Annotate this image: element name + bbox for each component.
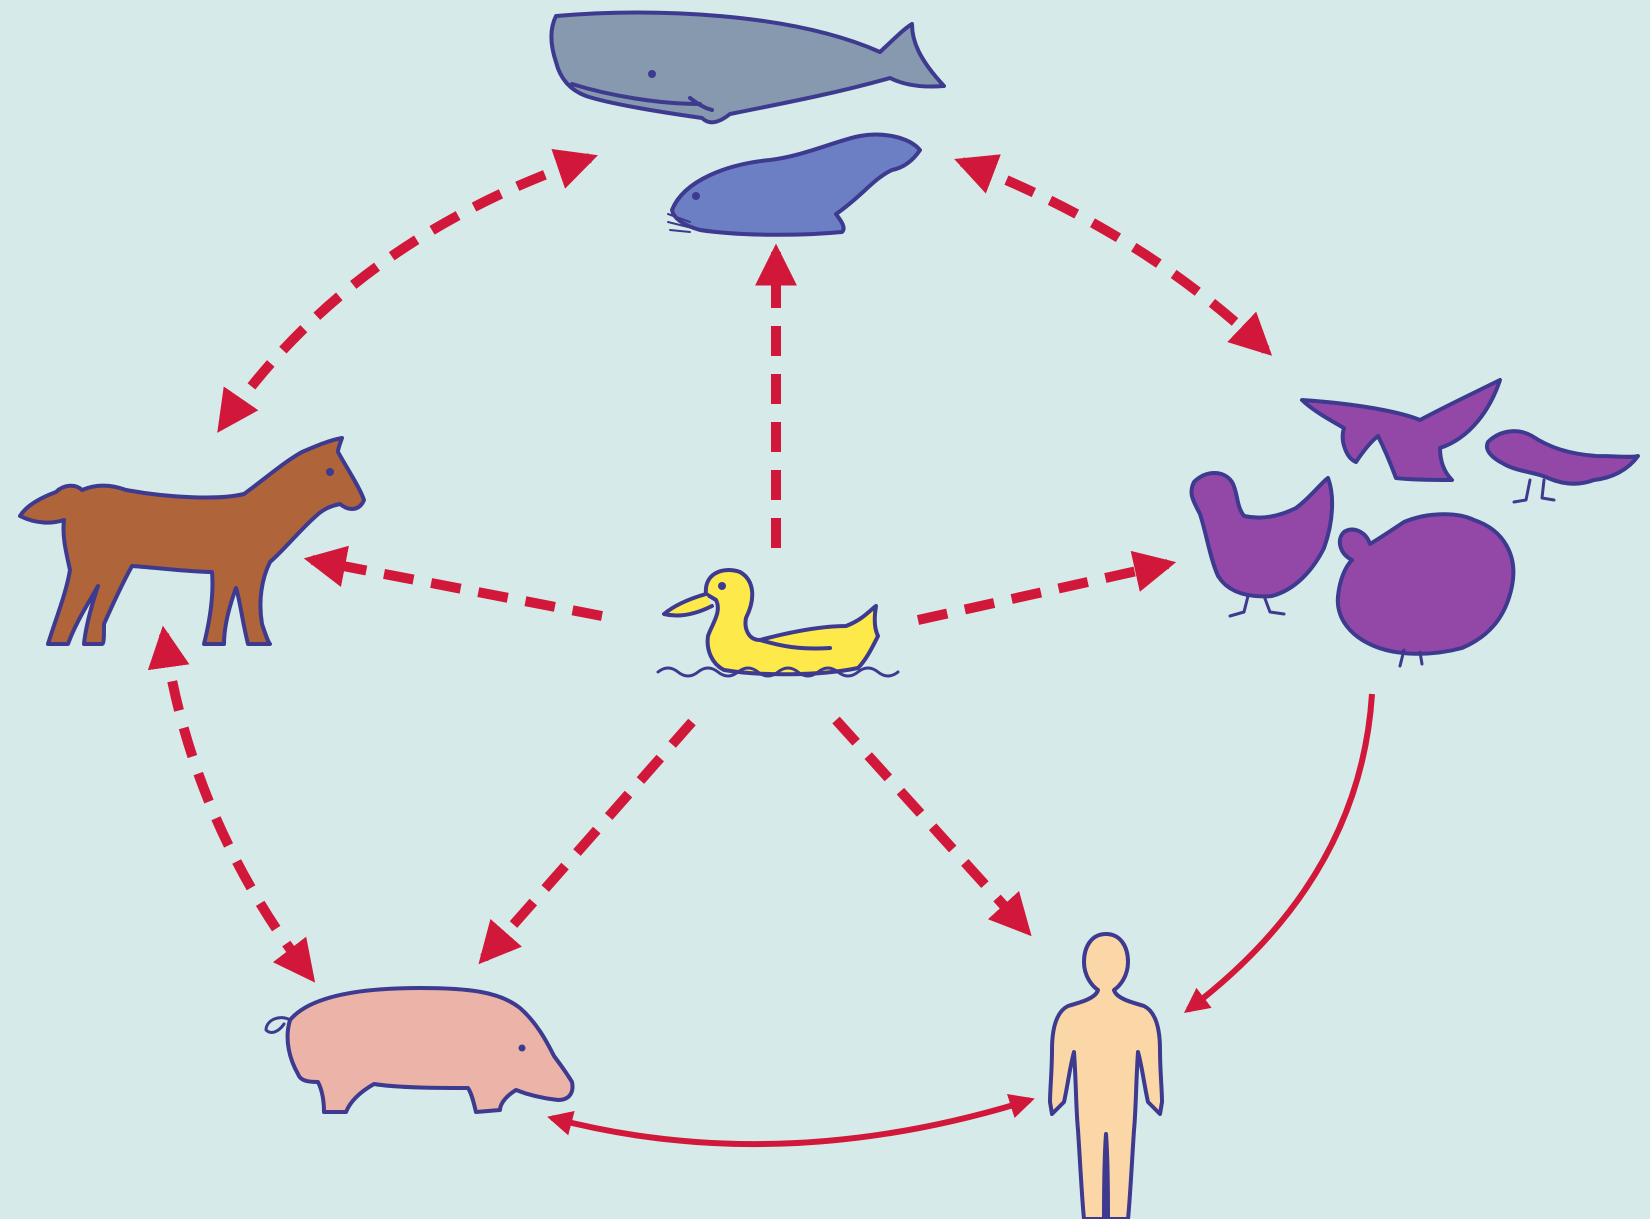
birds-icon	[1192, 380, 1638, 666]
arrow-waterfowl-to-human	[836, 720, 1026, 930]
pig-icon	[266, 988, 572, 1112]
horse-icon	[20, 438, 364, 644]
duck-icon	[658, 570, 898, 676]
arrow-waterfowl-to-horse	[312, 560, 602, 616]
arrow-horse-pig	[164, 634, 310, 976]
whale-icon	[552, 13, 945, 123]
arrow-birds-to-human	[1188, 694, 1372, 1010]
arrow-marine-mammals-horse	[222, 158, 590, 426]
arrow-marine-mammals-birds	[962, 162, 1266, 350]
human-icon	[1050, 934, 1162, 1219]
seal-icon	[668, 135, 920, 235]
arrow-pig-human	[552, 1100, 1030, 1144]
arrow-waterfowl-to-pig	[484, 722, 692, 958]
arrow-waterfowl-to-birds	[918, 564, 1168, 620]
